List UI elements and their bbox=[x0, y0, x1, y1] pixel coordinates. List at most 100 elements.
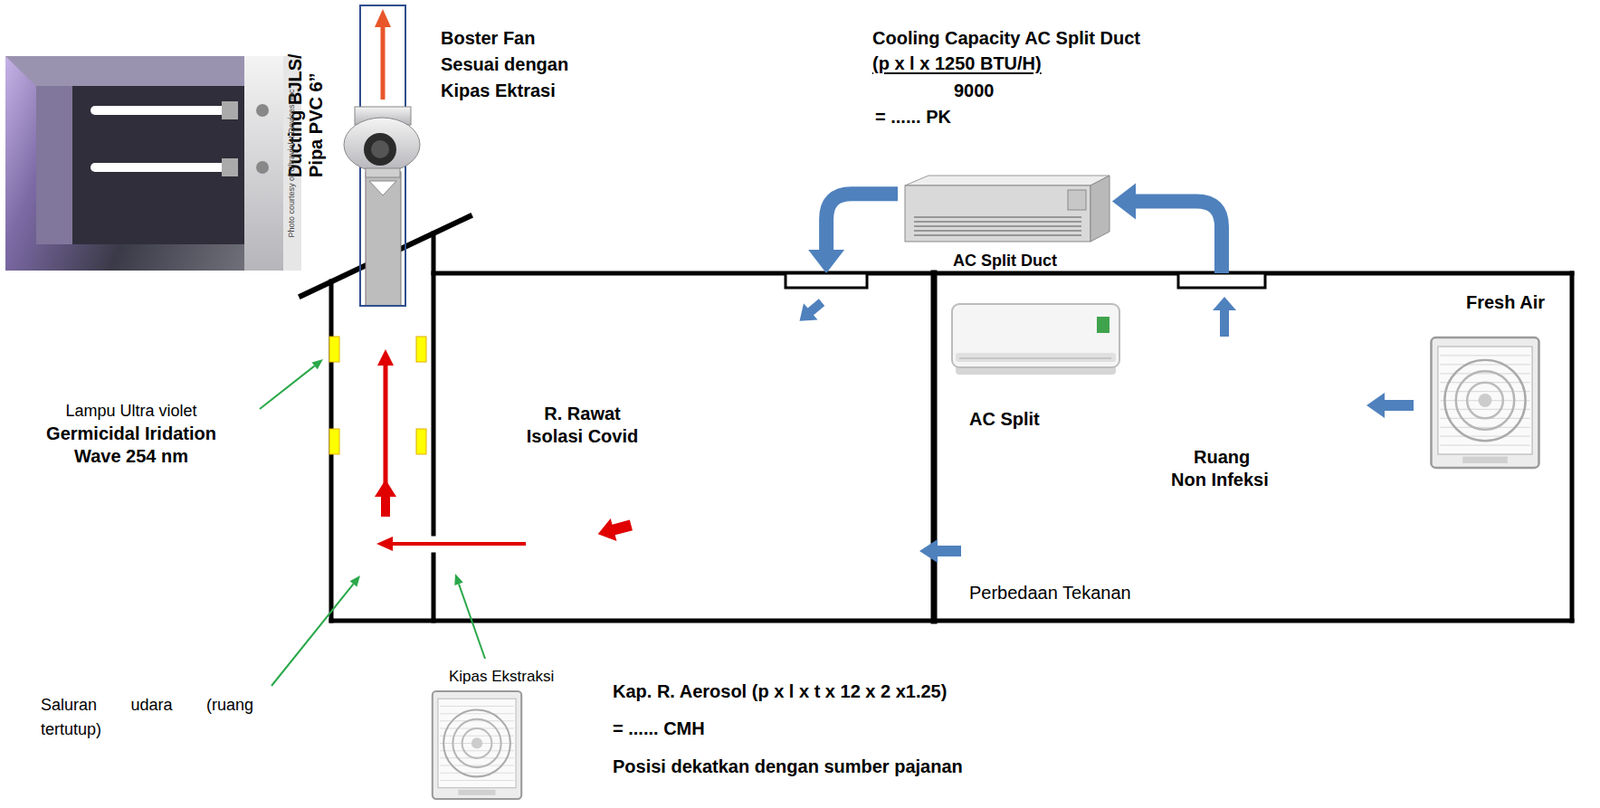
uv-lamp-photo bbox=[256, 104, 269, 117]
ac-split-duct-unit bbox=[914, 235, 1082, 237]
formula-text: Cooling Capacity AC Split Duct bbox=[872, 27, 1141, 50]
building-walls bbox=[301, 216, 1572, 621]
part-label: Kipas Ekstraksi bbox=[448, 665, 554, 688]
airflow-connector bbox=[826, 193, 898, 252]
callout-text: Germicidal Iridation Wave 254 nm bbox=[27, 422, 236, 468]
ceiling-grille bbox=[1178, 273, 1266, 288]
exhaust-fan bbox=[1430, 337, 1539, 468]
room-box: Ruang Non Infeksi bbox=[933, 273, 1572, 621]
uv-lamp-photo bbox=[5, 56, 302, 271]
contaminated-airflow-arrow bbox=[594, 514, 634, 546]
label-anchor: Boster Fan bbox=[440, 27, 535, 50]
airflow-connector bbox=[808, 193, 898, 274]
uv-lamp-photo bbox=[221, 158, 239, 177]
booster-fan bbox=[343, 117, 420, 172]
uv-lamp bbox=[416, 336, 427, 362]
contaminated-airflow-arrow bbox=[380, 495, 391, 517]
part-label: Fresh Air bbox=[1466, 291, 1545, 315]
uv-lamp-photo bbox=[244, 56, 284, 271]
leader-line bbox=[271, 583, 354, 686]
callout-text: Lampu Ultra violet bbox=[27, 400, 236, 423]
uv-lamp bbox=[329, 336, 427, 455]
clean-airflow-arrow bbox=[792, 294, 829, 330]
contaminated-airflow-arrow bbox=[383, 363, 389, 494]
label-anchor: Photo courtesy of Ultraviolet Devices, I… bbox=[191, 158, 391, 169]
ac-split-duct-unit bbox=[904, 175, 1110, 242]
label-anchor: Kipas Ekstraksi bbox=[448, 665, 554, 688]
building-walls bbox=[1570, 273, 1575, 621]
leader-line bbox=[458, 583, 486, 659]
label-anchor: Ducting BJLS/ Pipa PVC 6” bbox=[233, 84, 379, 126]
label-anchor: Saluran udara (ruang tertutup) bbox=[40, 693, 254, 743]
ac-split-duct-unit bbox=[1090, 175, 1110, 242]
uv-lamp-photo bbox=[90, 105, 227, 115]
clean-airflow-arrow bbox=[1212, 296, 1237, 337]
uv-lamp bbox=[329, 428, 340, 455]
equipment-node: AC Split Duct bbox=[897, 162, 1113, 270]
contaminated-airflow-arrow bbox=[390, 542, 526, 546]
exhaust-fan bbox=[432, 691, 522, 800]
exhaust-duct-pipe bbox=[374, 9, 391, 28]
node-label: AC Split Duct bbox=[952, 249, 1058, 273]
ceiling-grille bbox=[785, 273, 1266, 288]
ac-split-duct-unit bbox=[914, 217, 1082, 219]
part-label: AC Split bbox=[969, 408, 1040, 431]
exhaust-duct-pipe bbox=[380, 25, 386, 100]
exhaust-fan bbox=[432, 337, 1540, 800]
clean-airflow-arrow bbox=[792, 294, 1414, 563]
building-walls bbox=[433, 271, 1572, 277]
uv-lamp-photo bbox=[221, 101, 239, 120]
ac-split-duct-unit bbox=[904, 175, 1110, 186]
contaminated-airflow-arrow bbox=[374, 349, 635, 552]
label-anchor: Germicidal Iridation Wave 254 nm bbox=[27, 422, 236, 468]
photo-credit: Photo courtesy of Ultraviolet Devices, I… bbox=[286, 64, 297, 264]
building-walls bbox=[331, 619, 1572, 624]
contaminated-airflow-arrow bbox=[376, 536, 393, 552]
node-label: R. Rawat Isolasi Covid bbox=[520, 402, 645, 448]
label-anchor: Posisi dekatkan dengan sumber pajanan bbox=[612, 755, 963, 779]
room-box: R. Rawat Isolasi Covid bbox=[433, 273, 934, 621]
label-anchor: Fresh Air bbox=[1466, 291, 1545, 315]
formula-text: = ...... PK bbox=[875, 105, 952, 129]
arrow-head bbox=[1112, 182, 1136, 220]
uv-lamp-photo bbox=[5, 56, 302, 271]
ac-split-duct-unit bbox=[914, 230, 1082, 232]
booster-fan bbox=[343, 106, 420, 178]
airflow-connector bbox=[1133, 200, 1222, 274]
ac-split-wall-unit bbox=[1096, 316, 1110, 334]
exhaust-duct-pipe bbox=[365, 171, 401, 306]
building-walls bbox=[431, 233, 437, 534]
uv-lamp bbox=[329, 336, 340, 362]
exhaust-duct-pipe bbox=[369, 180, 397, 196]
building-walls bbox=[931, 273, 938, 621]
ac-split-wall-unit bbox=[955, 352, 1116, 362]
label-anchor: AC Split bbox=[969, 408, 1040, 431]
airflow-connector bbox=[1112, 182, 1222, 274]
leader-line bbox=[350, 575, 361, 588]
label-anchor: Perbedaan Tekanan bbox=[969, 581, 1132, 605]
booster-fan bbox=[365, 168, 400, 178]
ac-split-wall-unit bbox=[952, 304, 1120, 368]
note-text: Perbedaan Tekanan bbox=[969, 581, 1132, 605]
booster-fan bbox=[363, 133, 397, 166]
label-anchor: Kap. R. Aerosol (p x l x t x 12 x 2 x1.2… bbox=[612, 680, 947, 704]
contaminated-airflow-arrow bbox=[377, 349, 394, 366]
leader-line bbox=[312, 359, 324, 370]
uv-lamp-photo bbox=[90, 162, 227, 172]
uv-lamp-photo bbox=[256, 161, 269, 174]
label-anchor: Lampu Ultra violet bbox=[27, 400, 236, 423]
uv-lamp-photo bbox=[5, 56, 272, 86]
node-label: Ruang Non Infeksi bbox=[1171, 446, 1277, 492]
note-text: Sesuai dengan bbox=[440, 53, 569, 77]
ac-split-duct-unit bbox=[1067, 190, 1086, 210]
ceiling-grille bbox=[785, 273, 867, 288]
formula-text: = ...... CMH bbox=[612, 717, 705, 741]
ac-split-duct-unit bbox=[904, 185, 1091, 242]
ac-split-wall-unit bbox=[959, 358, 1112, 360]
note-text: Boster Fan bbox=[440, 27, 535, 50]
contaminated-airflow-arrow bbox=[374, 479, 397, 497]
clean-airflow-arrow bbox=[919, 539, 962, 563]
ac-split-duct-unit bbox=[914, 226, 1082, 228]
